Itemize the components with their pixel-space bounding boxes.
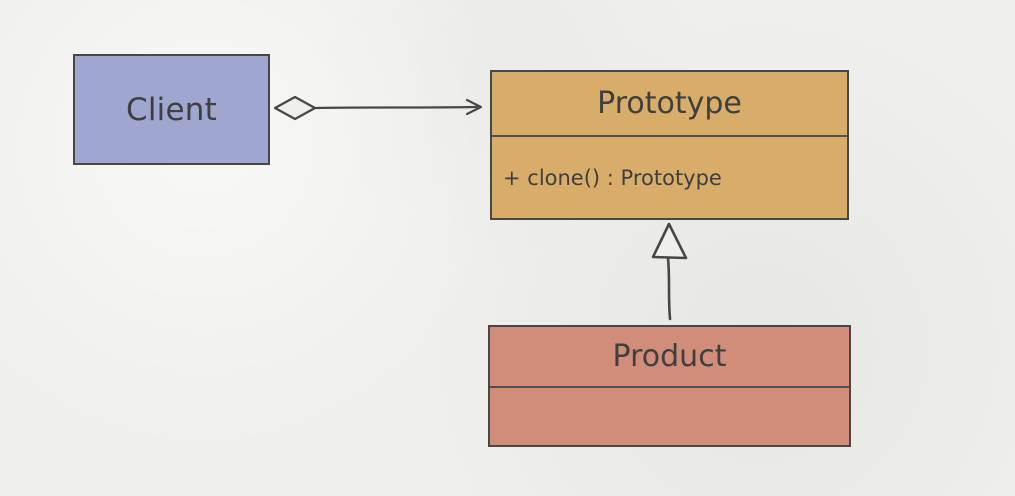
product-methods-section <box>490 388 849 445</box>
prototype-class-box: Prototype + clone() : Prototype <box>490 70 849 220</box>
generalization-triangle <box>651 222 688 260</box>
client-class-name: Client <box>126 91 217 128</box>
product-class-box: Product <box>488 325 851 447</box>
product-class-header: Product <box>490 327 849 388</box>
prototype-method-clone: + clone() : Prototype <box>503 165 722 190</box>
prototype-methods-section: + clone() : Prototype <box>492 137 847 218</box>
aggregation-line <box>314 105 479 110</box>
product-class-name: Product <box>612 339 727 374</box>
aggregation-diamond <box>273 95 317 121</box>
prototype-class-name: Prototype <box>597 86 742 121</box>
prototype-class-header: Prototype <box>492 72 847 137</box>
client-class-box: Client <box>73 54 270 165</box>
generalization-line <box>666 256 672 321</box>
aggregation-arrow-head <box>465 98 483 116</box>
